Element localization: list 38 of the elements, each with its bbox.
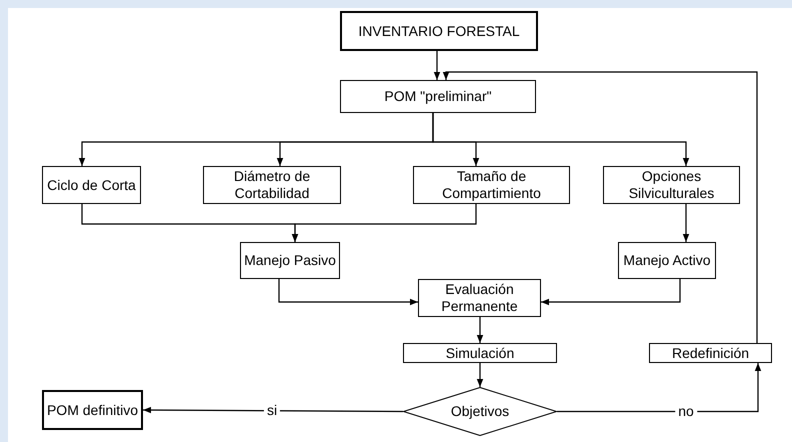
node-text: INVENTARIO FORESTAL [358,22,520,40]
node-text: Ciclo de Corta [47,176,136,194]
process-box [649,343,772,363]
node-text: Opciones Silviculturales [628,168,716,202]
terminal-box [42,390,143,430]
process-box [240,242,340,279]
node-text: Manejo Activo [623,252,711,269]
process-box [203,166,341,204]
decision-diamond [403,387,557,436]
node-text: Manejo Pasivo [244,252,336,269]
node-text: Evaluación Permanente [440,281,519,315]
arrow [541,279,681,306]
arrow [476,317,484,343]
node-text: Objetivos [450,403,510,420]
arrow [292,204,477,242]
process-box [603,166,740,204]
process-box [340,80,536,113]
edge-label: si [264,402,280,418]
arrow [557,363,762,412]
arrow [442,71,758,343]
node-text: Tamaño de Compartimiento [441,168,542,202]
arrow [432,113,690,166]
node-text: Simulación [446,344,514,362]
terminal-box [340,11,538,51]
arrow [434,51,440,80]
arrow [143,406,403,414]
process-box [403,343,557,363]
arrow [682,204,690,242]
process-box [42,166,141,204]
node-text: Diámetro de Cortabilidad [232,168,312,202]
process-box [618,242,716,279]
process-box [418,279,541,317]
arrow [278,279,418,306]
node-text: POM definitivo [46,402,138,418]
node-text: POM "preliminar" [384,88,492,105]
process-box [413,166,570,204]
node-text: Redefinición [672,344,750,362]
arrow [476,363,484,387]
